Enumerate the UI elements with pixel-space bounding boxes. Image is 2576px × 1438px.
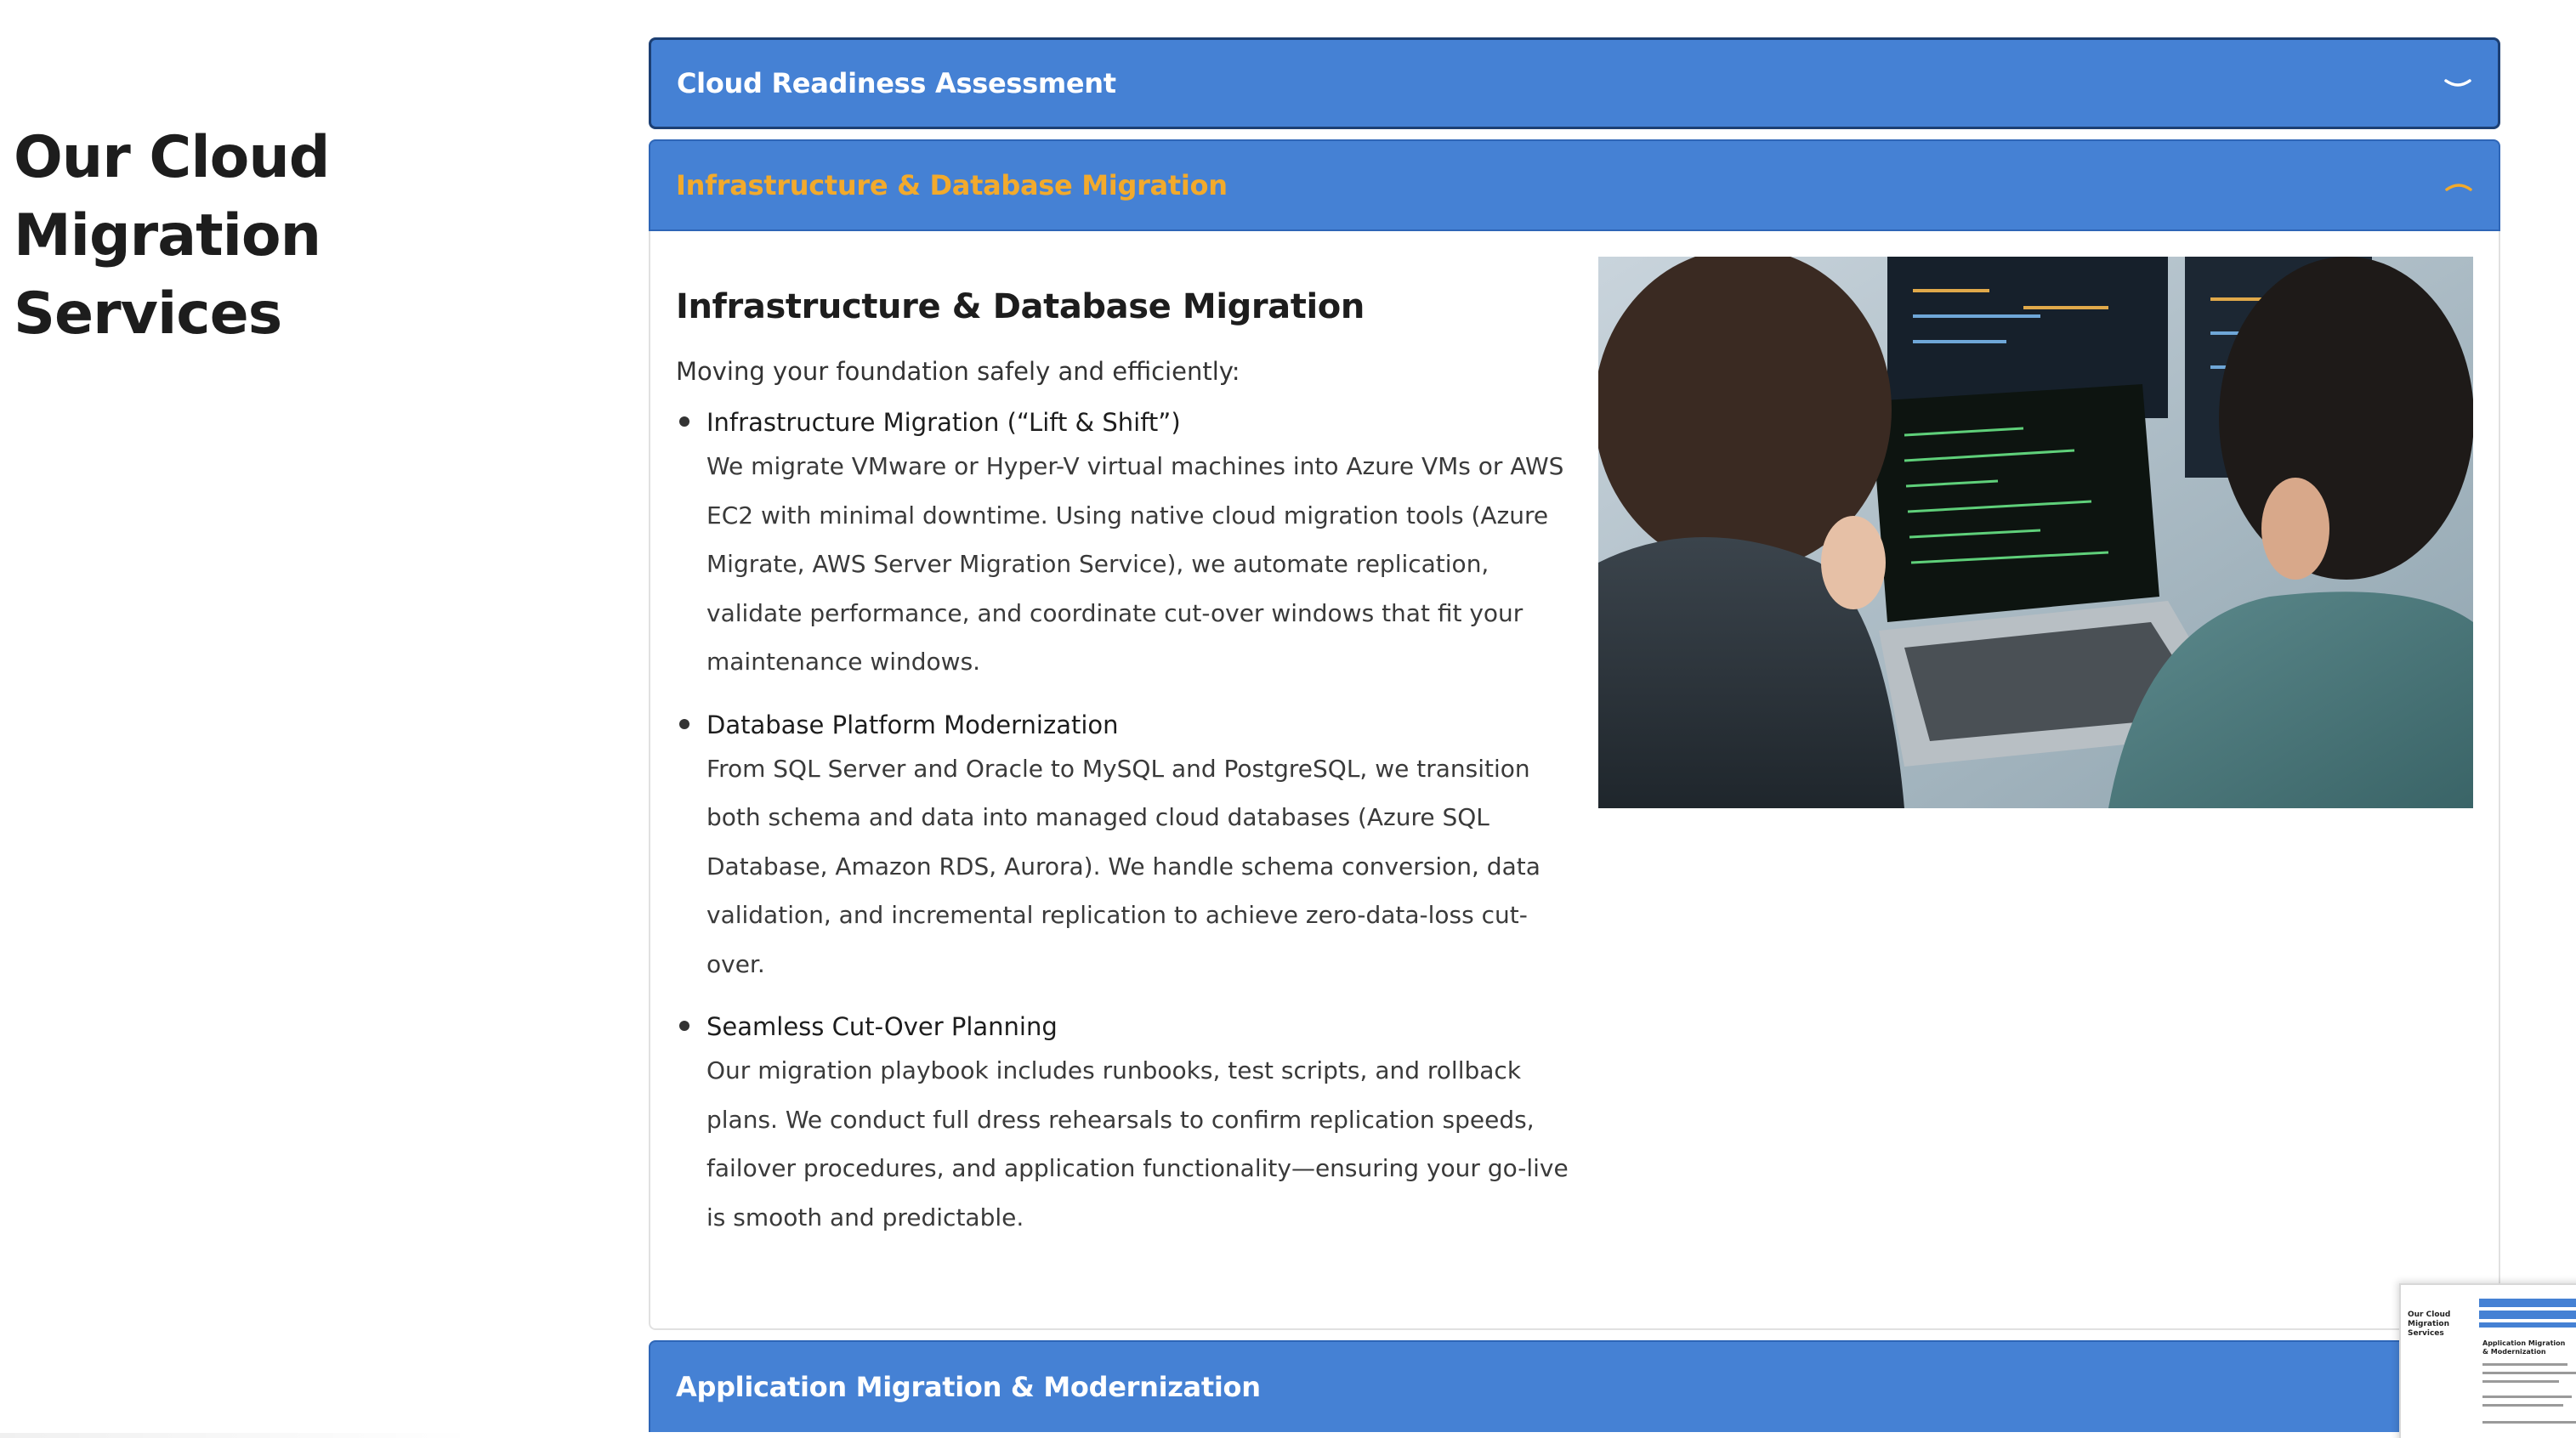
list-item-title: Seamless Cut-Over Planning xyxy=(706,1012,1058,1041)
chevron-down-icon xyxy=(2443,69,2472,98)
accordion-item-application-migration: Application Migration & Modernization xyxy=(649,1340,2500,1432)
service-list: Infrastructure Migration (“Lift & Shift”… xyxy=(676,403,1577,1242)
accordion-item-cloud-readiness: Cloud Readiness Assessment xyxy=(649,37,2500,129)
thumbnail-bar xyxy=(2479,1322,2576,1328)
list-item-description: We migrate VMware or Hyper-V virtual mac… xyxy=(706,452,1564,676)
list-item: Infrastructure Migration (“Lift & Shift”… xyxy=(676,403,1577,687)
developers-photo-illustration xyxy=(1598,257,2473,808)
panel-heading: Infrastructure & Database Migration xyxy=(676,287,1365,326)
accordion-header-application-migration[interactable]: Application Migration & Modernization xyxy=(649,1340,2500,1432)
list-item-title: Infrastructure Migration (“Lift & Shift”… xyxy=(706,408,1181,437)
chevron-up-icon xyxy=(2444,171,2473,200)
section-title-line1: Our Cloud Migration xyxy=(14,124,330,269)
accordion-panel-infrastructure: Infrastructure & Database Migration Movi… xyxy=(649,231,2500,1330)
section-title: Our Cloud Migration Services xyxy=(14,119,609,354)
thumbnail-line xyxy=(2482,1396,2572,1398)
thumbnail-line xyxy=(2482,1404,2563,1407)
thumbnail-line xyxy=(2482,1363,2567,1366)
list-item: Seamless Cut-Over Planning Our migration… xyxy=(676,1007,1577,1242)
panel-intro: Moving your foundation safely and effici… xyxy=(676,357,1240,386)
services-accordion: Cloud Readiness Assessment Infrastructur… xyxy=(649,37,2500,1432)
developers-photo xyxy=(1598,257,2473,808)
thumbnail-heading: Application Migration & Modernization xyxy=(2482,1339,2566,1356)
list-item-description: Our migration playbook includes runbooks… xyxy=(706,1056,1569,1231)
accordion-title: Application Migration & Modernization xyxy=(676,1371,1261,1403)
accordion-title: Cloud Readiness Assessment xyxy=(677,67,1116,99)
thumbnail-bar xyxy=(2479,1299,2576,1307)
accordion-item-infrastructure: Infrastructure & Database Migration Infr… xyxy=(649,139,2500,1330)
accordion-header-cloud-readiness[interactable]: Cloud Readiness Assessment xyxy=(649,37,2500,129)
bottom-scroll-shadow xyxy=(0,1433,476,1438)
thumbnail-line xyxy=(2482,1380,2559,1383)
page-thumbnail-preview[interactable]: Our Cloud Migration Services Application… xyxy=(2399,1283,2576,1438)
list-item-title: Database Platform Modernization xyxy=(706,710,1119,739)
panel-text: Infrastructure & Database Migration Movi… xyxy=(676,287,1577,1260)
accordion-header-infrastructure[interactable]: Infrastructure & Database Migration xyxy=(649,139,2500,231)
list-item: Database Platform Modernization From SQL… xyxy=(676,705,1577,989)
thumbnail-line xyxy=(2482,1372,2576,1374)
thumbnail-title: Our Cloud Migration Services xyxy=(2408,1311,2451,1338)
thumbnail-line xyxy=(2482,1421,2576,1424)
accordion-title: Infrastructure & Database Migration xyxy=(676,169,1228,201)
thumbnail-bar xyxy=(2479,1311,2576,1319)
list-item-description: From SQL Server and Oracle to MySQL and … xyxy=(706,754,1540,978)
section-title-line2: Services xyxy=(14,280,282,348)
